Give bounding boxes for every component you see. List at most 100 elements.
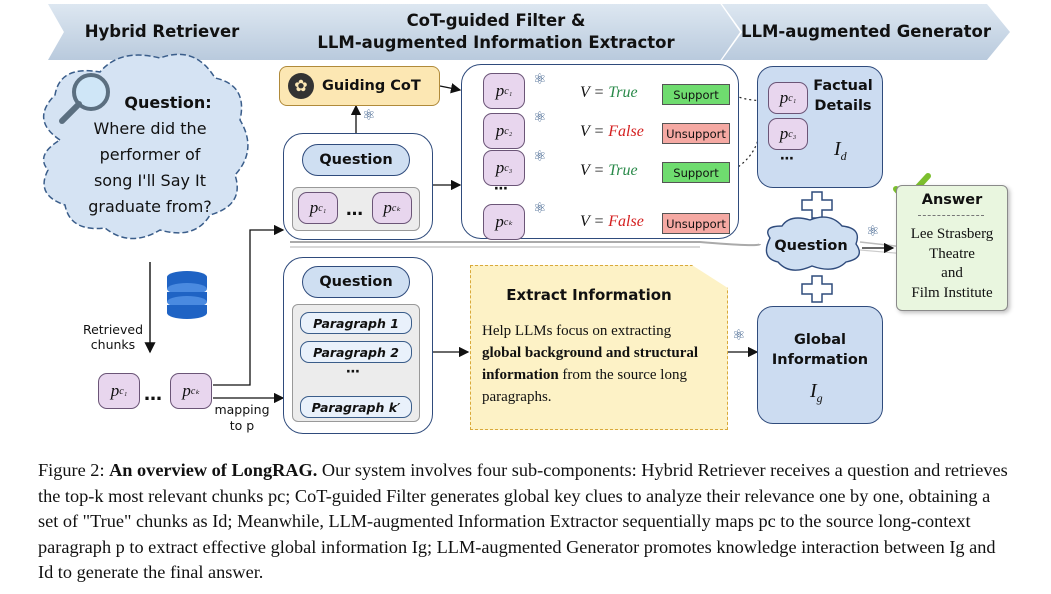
question-cloud: Question: Where did the performer of son… [60,90,240,220]
support-badge: Support [662,162,730,183]
paragraph-dots: ⋯ [346,364,360,380]
guiding-cot-label: Guiding CoT [322,78,421,94]
stage-generator-label: LLM-augmented Generator [740,22,992,41]
verdict-row-2: V = False [580,123,644,141]
question-cloud-small: Question [302,266,410,298]
verdict-row-4: V = False [580,213,644,231]
factual-symbol-main: I [834,138,841,160]
verdict-value: True [608,162,638,179]
answer-line-1: Lee Strasberg [910,226,994,242]
stage-retriever-label: Hybrid Retriever [84,22,240,41]
verdict-value: False [608,123,644,140]
chunk-p: p [309,198,319,217]
verdict-value: False [608,213,644,230]
unsupport-badge: Unsupport [662,123,730,144]
answer-line-3: and [941,265,963,281]
global-information-card [757,306,883,424]
chunk-p: p [495,158,505,177]
question-line-3: song I'll Say It [93,171,207,190]
chunk-sub: c₁ [119,385,128,397]
answer-line-2: Theatre [929,245,975,262]
global-symbol: Ig [810,380,823,406]
question-line-2: performer of [99,145,201,164]
question-cloud-title: Question: [124,93,212,112]
question-cloud-small: Question [302,144,410,176]
chunk-p: p [495,81,505,100]
factual-symbol: Id [834,138,847,164]
stage-filter-line2: LLM-augmented Information Extractor [317,33,675,52]
stage-hybrid-retriever: Hybrid Retriever [48,4,276,60]
answer-text: Lee Strasberg Theatre and Film Institute [896,225,1008,303]
retrieved-line-2: chunks [90,337,136,352]
answer-line-4: Film Institute [911,284,993,301]
mapping-line-1: mapping [214,402,270,417]
llm-icon: ⚛ [866,222,880,240]
extract-info-note [470,265,728,430]
database-icon [167,271,207,319]
chunk-sub: c₁ [318,202,327,214]
global-info-title: Global Information [757,330,883,370]
chunk-p: p [779,124,789,143]
factual-dots: ⋯ [780,151,794,167]
extract-bold-info: information [482,367,559,383]
verdict-prefix: V = [580,84,609,101]
mapping-line-2: to p [229,418,255,433]
verdict-value: True [608,84,638,101]
global-symbol-main: I [810,380,817,402]
verdict-prefix: V = [580,213,609,230]
stage-filter-line1: CoT-guided Filter & [406,11,586,30]
chunk-sub: c₁ [504,85,513,97]
chunk-p: p [779,88,789,107]
stage-filter-extractor: CoT-guided Filter & LLM-augmented Inform… [252,4,740,60]
chunk-ellipsis: … [144,384,162,405]
factual-line-1: Factual [813,78,873,94]
verdict-row-3: V = True [580,162,638,180]
global-line-1: Global [794,332,846,348]
retrieved-line-1: Retrieved [82,322,144,337]
chunk-sub: cₖ [503,216,513,228]
caption-bold: An overview of LongRAG. [109,460,318,480]
answer-title: Answer [921,192,983,208]
chunk-p: p [495,212,504,231]
llm-icon: ⚛ [533,147,547,165]
generator-question-label: Question [774,238,848,254]
guiding-cot-box: ✿ Guiding CoT [279,66,440,106]
verdict-prefix: V = [580,162,609,179]
llm-icon: ⚛ [533,199,547,217]
retrieved-chunks-label: Retrieved chunks [78,322,148,352]
magnifier-icon [59,73,110,124]
chunk-sub: c₂ [504,125,513,137]
mapping-label: mapping to p [210,402,274,434]
stage-generator: LLM-augmented Generator [722,4,1010,60]
llm-icon: ⚛ [362,106,376,124]
extract-line-4: paragraphs. [482,389,552,405]
paragraph-k: Paragraph k′ [300,396,412,418]
extract-info-title: Extract Information [506,286,672,304]
verdict-prefix: V = [580,123,609,140]
chunk-ellipsis: … [346,200,363,220]
answer-divider [918,215,984,216]
chunk-p: p [110,381,120,400]
chunk-p: p [495,121,505,140]
global-line-2: Information [771,352,869,368]
paragraph-1: Paragraph 1 [300,312,412,334]
llm-icon: ⚛ [533,108,547,126]
chunk-sub: c₁ [788,92,797,104]
chunk-sub: c₃ [788,128,797,140]
paragraph-2: Paragraph 2 [300,341,412,363]
verdict-row-1: V = True [580,84,638,102]
answer-card [896,185,1008,311]
unsupport-badge: Unsupport [662,213,730,234]
